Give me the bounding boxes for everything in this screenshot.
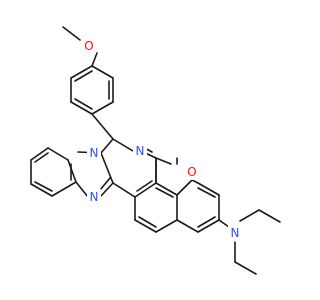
bond <box>239 209 260 222</box>
atom-n-imidazole-bottom: N <box>87 189 101 205</box>
atom-label-background <box>185 164 199 180</box>
bond <box>99 177 111 191</box>
bond <box>197 182 220 196</box>
bond <box>74 98 93 110</box>
bond <box>176 219 199 233</box>
bond <box>155 187 174 198</box>
bond <box>218 219 230 228</box>
atom-label-o-pyran: O <box>187 165 196 179</box>
bond <box>112 182 136 198</box>
bond <box>91 113 114 140</box>
bond <box>176 179 193 196</box>
bond <box>134 219 157 233</box>
bond <box>136 180 153 192</box>
atom-label-background <box>133 143 147 159</box>
bond <box>100 138 114 154</box>
bond <box>91 65 114 79</box>
bond <box>197 187 216 198</box>
bond <box>197 216 216 228</box>
bond <box>191 179 199 184</box>
bond <box>234 261 257 275</box>
atom-n-imine: N <box>133 143 147 159</box>
atom-o-pyran: O <box>185 164 199 180</box>
atom-o-methoxy: O <box>82 38 96 54</box>
bond <box>197 219 220 233</box>
bond <box>258 209 281 223</box>
bond <box>155 157 172 165</box>
bond <box>51 181 77 197</box>
bond <box>138 216 157 228</box>
bond <box>134 182 157 198</box>
atom-label-background <box>87 189 101 205</box>
atom-n-diethylamino: N <box>228 225 242 241</box>
bond <box>34 152 49 163</box>
atom-label-background <box>228 225 242 241</box>
bond <box>67 159 77 183</box>
bond <box>47 147 69 161</box>
atom-label-n-imidazole-bottom: N <box>90 190 99 204</box>
bond <box>74 70 93 82</box>
bond <box>99 182 114 198</box>
bond <box>112 138 134 152</box>
bond <box>91 52 98 67</box>
bond <box>70 65 93 79</box>
bond <box>30 183 53 197</box>
molecule-diagram: O N N N O N <box>30 26 281 275</box>
bond <box>75 181 89 198</box>
bond <box>30 147 49 161</box>
atom-label-layer: O N N N O N <box>82 38 242 241</box>
bond-layer <box>30 26 281 275</box>
atom-n-imidazole-top: N <box>87 145 101 161</box>
atom-label-n-imine: N <box>136 144 145 158</box>
bond <box>62 26 81 41</box>
atom-label-n-imidazole-top: N <box>90 146 99 160</box>
molecule-structure-svg: O N N N O N <box>30 26 281 275</box>
atom-label-o-methoxy: O <box>84 39 93 53</box>
atom-label-background <box>87 145 101 161</box>
bond <box>100 152 114 184</box>
bond <box>91 101 114 115</box>
bond <box>155 219 178 233</box>
atom-label-background <box>82 38 96 54</box>
bond <box>155 182 178 196</box>
atom-label-n-diethylamino: N <box>231 226 240 240</box>
bond <box>34 181 53 192</box>
bond <box>70 101 93 115</box>
